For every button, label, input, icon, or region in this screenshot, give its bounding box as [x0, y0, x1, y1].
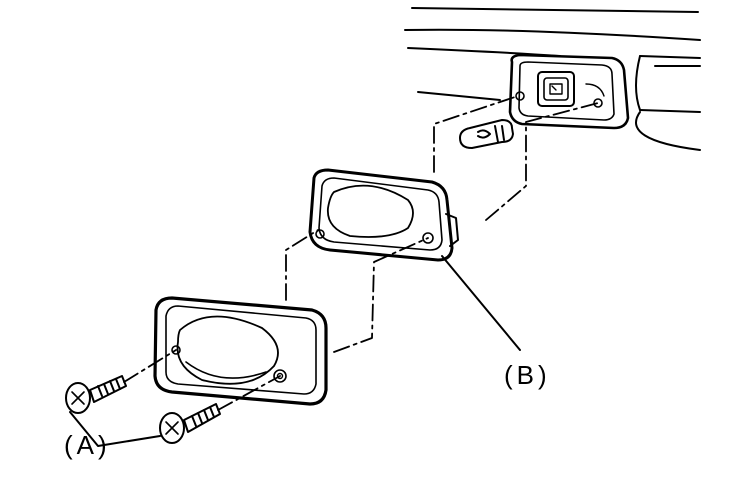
screw-upper	[65, 375, 127, 414]
bumper-mount-socket	[508, 53, 630, 130]
callout-label-b: (B)	[504, 360, 551, 390]
lamp-housing-gasket	[308, 168, 459, 262]
bumper-body-outline	[404, 7, 701, 151]
screw-lower	[159, 403, 221, 444]
bulb	[459, 119, 514, 149]
leader-a	[69, 411, 161, 447]
callout-label-a: (A)	[64, 430, 111, 460]
assembly-guide-lines	[123, 95, 599, 411]
license-plate-lamp-lens	[153, 296, 328, 406]
leader-b	[441, 255, 521, 351]
callout-leaders	[69, 255, 521, 447]
